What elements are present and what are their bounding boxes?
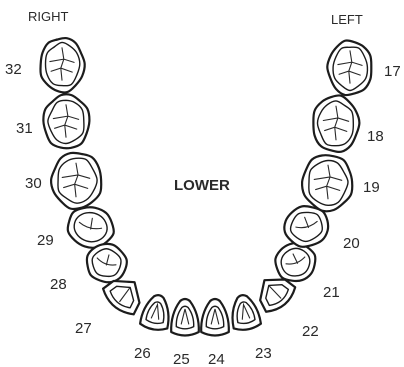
tooth-number-21: 21 [323, 284, 340, 301]
tooth-31 [43, 94, 89, 148]
tooth-23 [228, 293, 261, 332]
tooth-32 [40, 38, 84, 92]
tooth-number-28: 28 [50, 276, 67, 293]
tooth-26-outline [139, 293, 172, 332]
tooth-17 [327, 40, 371, 95]
tooth-number-22: 22 [302, 323, 319, 340]
tooth-32-outline [40, 38, 84, 92]
tooth-number-18: 18 [367, 128, 384, 145]
tooth-number-20: 20 [343, 235, 360, 252]
side-label-right: RIGHT [28, 9, 69, 24]
tooth-30 [51, 153, 101, 209]
side-label-left: LEFT [331, 12, 363, 27]
tooth-number-31: 31 [16, 120, 33, 137]
tooth-number-25: 25 [173, 351, 190, 367]
tooth-24 [201, 299, 229, 336]
tooth-number-19: 19 [363, 179, 380, 196]
tooth-26 [139, 293, 172, 332]
tooth-number-24: 24 [208, 351, 225, 367]
tooth-number-30: 30 [25, 175, 42, 192]
arch-label: LOWER [174, 177, 230, 194]
tooth-number-29: 29 [37, 232, 54, 249]
tooth-25-outline [171, 299, 199, 336]
tooth-number-27: 27 [75, 320, 92, 337]
tooth-23-outline [228, 293, 261, 332]
tooth-19 [302, 155, 352, 211]
tooth-number-32: 32 [5, 61, 22, 78]
tooth-25 [171, 299, 199, 336]
tooth-number-23: 23 [255, 345, 272, 362]
tooth-number-17: 17 [384, 63, 401, 80]
tooth-18 [313, 95, 359, 152]
tooth-17-outline [327, 40, 371, 95]
tooth-24-outline [201, 299, 229, 336]
tooth-number-26: 26 [134, 345, 151, 362]
